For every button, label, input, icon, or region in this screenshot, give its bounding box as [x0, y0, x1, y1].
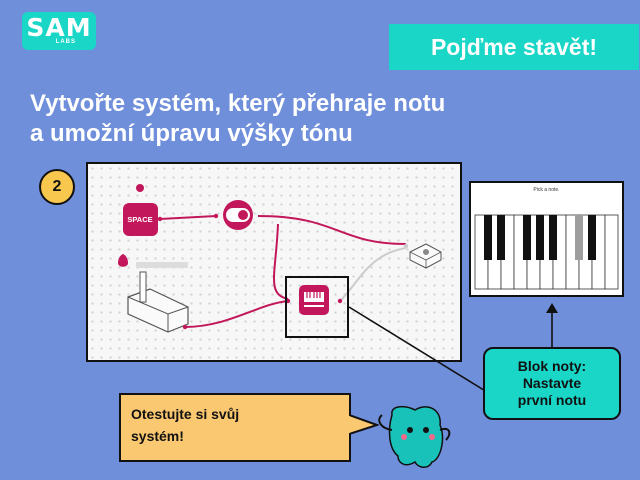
space-key-label: SPACE: [127, 215, 152, 224]
note-block-callout: Blok noty: Nastavte první notu: [483, 347, 621, 420]
test-system-callout: Otestujte si svůj systém!: [119, 393, 351, 462]
speaker-hardware: [409, 243, 442, 269]
piano-black-keys: [484, 215, 596, 260]
slider-knob: [139, 271, 147, 303]
slider-indicator: [118, 254, 128, 267]
space-block-indicator: [136, 184, 144, 192]
step-number-badge: 2: [39, 169, 75, 205]
note-callout-line-2: Nastavte: [522, 375, 582, 391]
note-block-highlight: [285, 276, 349, 338]
piano-white-keys: [474, 214, 619, 290]
piano-title: Pick a note.: [533, 187, 560, 193]
slide-title-line-2: a umožní úpravu výšky tónu: [30, 120, 353, 147]
piano-keyboard: [474, 214, 619, 290]
sam-labs-logo: SAM LABS: [22, 12, 96, 50]
wire-note-to-speaker: [339, 247, 407, 302]
logo-subtext: LABS: [55, 39, 76, 45]
wire-switch-to-speaker: [257, 215, 407, 245]
slide-title-line-1: Vytvořte systém, který přehraje notu: [30, 90, 446, 117]
wire-slider-to-note: [184, 300, 289, 328]
logo-text: SAM: [26, 13, 92, 42]
speech-bubble-tail: [349, 414, 379, 435]
test-callout-line-1: Otestujte si svůj: [131, 406, 240, 422]
space-key-block: [123, 203, 158, 236]
lets-build-banner: Pojďme stavět!: [389, 24, 639, 70]
mascot-character: [378, 405, 451, 468]
workspace-canvas[interactable]: SPACE: [86, 162, 462, 362]
wire-space-to-switch: [159, 215, 217, 220]
test-callout-line-2: systém!: [131, 428, 184, 444]
wire-switch-to-note: [273, 223, 289, 300]
piano-note-picker: Pick a note.: [469, 181, 624, 297]
slider-value-bar: [136, 262, 188, 268]
workspace-diagram: SPACE: [118, 184, 442, 333]
note-callout-line-3: první notu: [517, 392, 587, 408]
slide-title: Vytvořte systém, který přehraje notu a u…: [30, 89, 590, 149]
note-callout-line-1: Blok noty:: [517, 358, 587, 374]
